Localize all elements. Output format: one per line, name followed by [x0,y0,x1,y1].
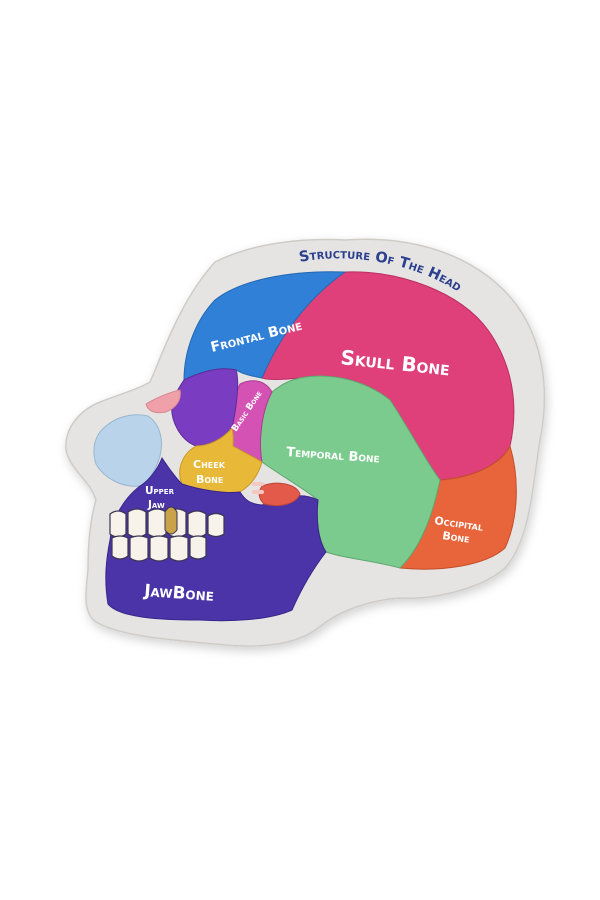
jaw-joint-piece[interactable] [258,482,301,507]
tooth [147,508,167,538]
highlight-tooth [164,506,178,535]
jawbone-piece[interactable] [105,456,327,622]
temporal-bone-label: Temporal Bone [286,445,380,466]
upper-jaw-label-2: Jaw [147,499,165,511]
tooth [149,535,169,562]
joint-stripe [252,490,264,494]
tooth [189,535,207,560]
joint-stripe [252,482,264,486]
tooth [109,510,127,538]
occipital-bone-label-2: Bone [442,529,471,546]
nose-bridge-piece[interactable] [145,389,181,414]
cheek-bone-label: Cheek [193,458,226,471]
cheek-bone-label-2: Bone [196,473,223,486]
tooth [207,512,225,538]
jawbone-label: JawBone [143,581,215,606]
tooth [129,535,149,562]
upper-jaw-label: Upper [145,485,175,497]
tooth [111,535,129,560]
tooth [169,535,189,562]
tooth [127,508,147,538]
tooth [187,510,207,538]
